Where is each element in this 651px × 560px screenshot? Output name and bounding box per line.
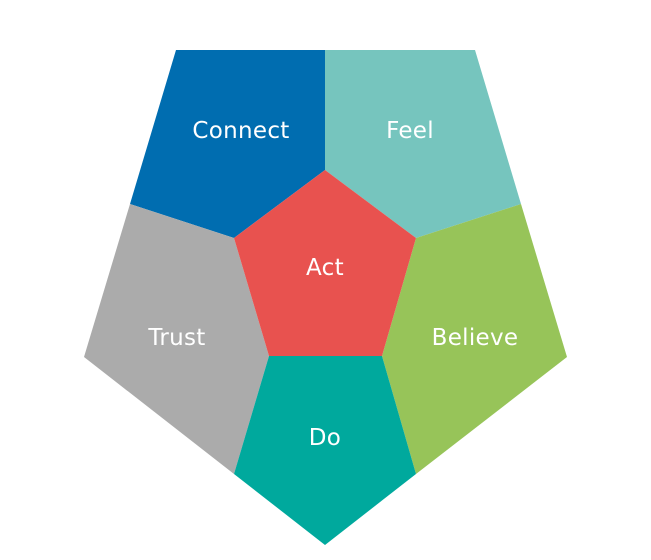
label-believe: Believe	[432, 325, 519, 351]
label-trust: Trust	[147, 325, 205, 351]
segment-connect	[130, 50, 325, 238]
segment-trust	[84, 204, 269, 474]
segment-do	[234, 356, 416, 545]
segment-feel	[325, 50, 521, 238]
segment-act	[234, 170, 416, 356]
label-connect: Connect	[192, 118, 289, 144]
label-act: Act	[306, 255, 344, 281]
label-feel: Feel	[386, 118, 434, 144]
label-do: Do	[309, 425, 341, 451]
segment-believe	[382, 204, 567, 474]
